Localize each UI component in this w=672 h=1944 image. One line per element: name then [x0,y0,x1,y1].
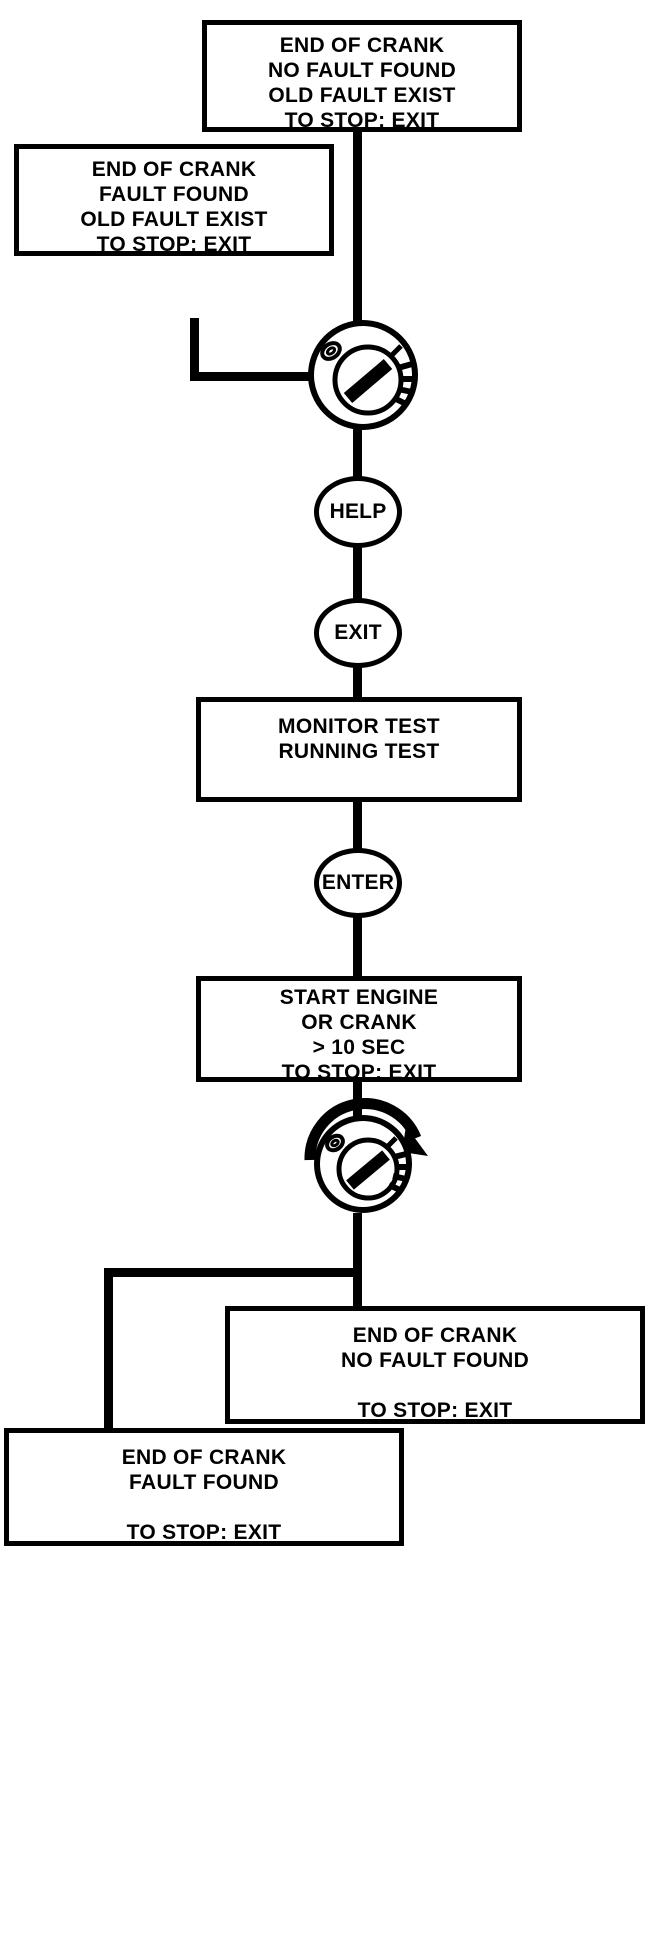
key-help[interactable]: HELP [314,476,402,548]
box-line: TO STOP: EXIT [284,109,440,132]
box-end-crank-fault: END OF CRANK FAULT FOUND TO STOP: EXIT [4,1428,404,1546]
box-line: TO STOP: EXIT [126,1521,282,1544]
box-line: FAULT FOUND [129,1471,279,1494]
ignition-switch-icon[interactable] [288,318,438,432]
connector-enter-to-start-engine [353,912,362,978]
box-line: > 10 SEC [312,1036,406,1059]
box-line: NO FAULT FOUND [340,1349,530,1372]
box-line: END OF CRANK [352,1324,518,1347]
box-line: TO STOP: EXIT [281,1061,437,1084]
box-end-crank-no-fault: END OF CRANK NO FAULT FOUND TO STOP: EXI… [225,1306,645,1424]
ignition-switch-rotating-icon[interactable] [288,1098,448,1222]
connector-switch-bottom-stem [353,1213,362,1273]
box-line: END OF CRANK [279,34,445,57]
connector-split-horizontal [104,1268,362,1277]
connector-fault-box-horizontal [190,372,340,381]
box-line: OLD FAULT EXIST [80,208,268,231]
connector-exit-to-monitor-test [353,663,362,699]
box-line: END OF CRANK [121,1446,287,1469]
connector-branch-fault [104,1268,113,1432]
key-enter-label: ENTER [321,871,395,894]
box-line: END OF CRANK [91,158,257,181]
connector-monitor-test-to-enter [353,800,362,854]
box-line: TO STOP: EXIT [357,1399,513,1422]
box-line: RUNNING TEST [278,740,440,763]
box-end-crank-fault-old-fault: END OF CRANK FAULT FOUND OLD FAULT EXIST… [14,144,334,256]
box-line: TO STOP: EXIT [96,233,252,256]
key-exit[interactable]: EXIT [314,598,402,668]
box-line: START ENGINE [279,986,439,1009]
connector-switch-to-help [353,424,362,480]
box-line: NO FAULT FOUND [267,59,457,82]
box-line: MONITOR TEST [278,715,440,738]
box-end-crank-no-fault-old-fault: END OF CRANK NO FAULT FOUND OLD FAULT EX… [202,20,522,132]
box-line: OR CRANK [301,1011,417,1034]
box-start-engine: START ENGINE OR CRANK > 10 SEC TO STOP: … [196,976,522,1084]
box-line: OLD FAULT EXIST [268,84,456,107]
key-exit-label: EXIT [334,621,382,644]
box-line-spacer [432,1373,438,1398]
box-line: FAULT FOUND [99,183,249,206]
key-help-label: HELP [329,500,387,523]
key-enter[interactable]: ENTER [314,848,402,918]
connector-top-box-to-switch [353,130,362,430]
connector-fault-box-vertical [190,318,199,380]
box-line-spacer [201,1495,207,1520]
box-monitor-test: MONITOR TEST RUNNING TEST [196,697,522,802]
connector-help-to-exit [353,545,362,603]
connector-branch-no-fault [353,1268,362,1310]
